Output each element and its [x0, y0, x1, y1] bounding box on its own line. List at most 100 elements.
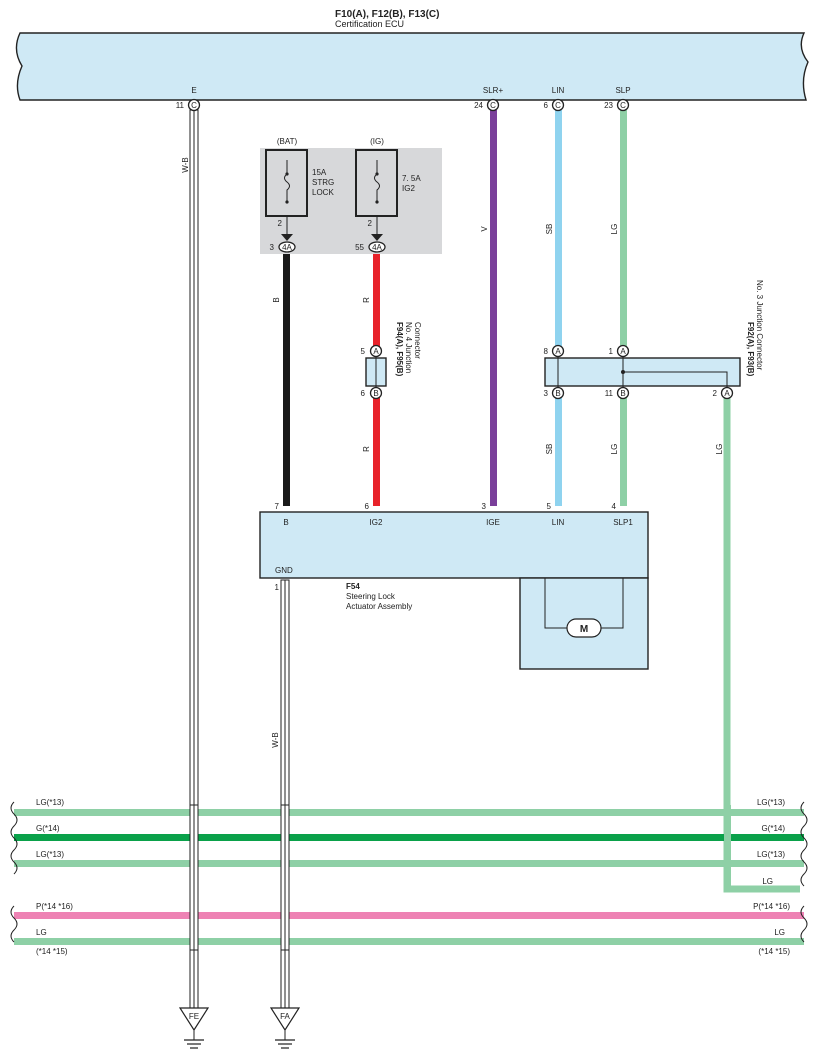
bus-label-left-4: P(*14 *16) — [36, 902, 73, 911]
bus-label-right-5: LG — [774, 928, 785, 937]
svg-text:B: B — [620, 389, 625, 398]
wire-b — [283, 253, 290, 506]
wire-label-wb: W-B — [181, 157, 190, 172]
wire-label-r1: R — [362, 297, 371, 303]
ground-fe: FE — [178, 1007, 210, 1049]
svg-text:3: 3 — [270, 243, 275, 252]
svg-text:11: 11 — [176, 101, 185, 110]
svg-text:LOCK: LOCK — [312, 188, 334, 197]
svg-text:FA: FA — [280, 1012, 290, 1021]
svg-text:(IG): (IG) — [370, 137, 384, 146]
svg-text:4A: 4A — [372, 243, 382, 252]
svg-text:No. 4 Junction: No. 4 Junction — [404, 322, 413, 373]
bus-label-right-2: LG(*13) — [757, 850, 785, 859]
bus-lg-14-15 — [14, 938, 804, 945]
wire-lg-upper — [620, 110, 627, 348]
svg-text:4A: 4A — [282, 243, 292, 252]
svg-text:SLP1: SLP1 — [613, 518, 633, 527]
svg-text:4: 4 — [612, 502, 617, 511]
junction-connector-3: 8 A 1 A 3 B 11 B 2 A F92(A), F93(B) No. … — [544, 280, 764, 400]
wire-r-lower — [373, 396, 380, 506]
svg-text:A: A — [724, 389, 730, 398]
svg-text:24: 24 — [474, 101, 483, 110]
ecu-pin-label-e: E — [191, 86, 196, 95]
wire-label-lg3: LG — [715, 444, 724, 455]
bus-label-left-2: LG(*13) — [36, 850, 64, 859]
bus-lg-13-b — [14, 860, 804, 867]
bus-label-left-0: LG(*13) — [36, 798, 64, 807]
svg-text:B: B — [283, 518, 288, 527]
svg-text:5: 5 — [361, 347, 366, 356]
wire-lg-lower — [620, 396, 627, 506]
wire-label-r2: R — [362, 446, 371, 452]
ecu-title: F10(A), F12(B), F13(C) — [335, 9, 439, 20]
svg-text:C: C — [490, 101, 496, 110]
ecu-pin-slr: 24 C — [474, 98, 500, 112]
svg-text:7: 7 — [275, 502, 280, 511]
svg-text:55: 55 — [355, 243, 364, 252]
svg-text:F92(A), F93(B): F92(A), F93(B) — [746, 322, 755, 377]
wire-r-upper — [373, 253, 380, 348]
svg-text:STRG: STRG — [312, 178, 334, 187]
bus-break-marks — [10, 801, 808, 943]
bus-p-14-16 — [14, 912, 804, 919]
wire-sb-lower — [555, 396, 562, 506]
svg-text:B: B — [555, 389, 560, 398]
svg-text:A: A — [555, 347, 561, 356]
svg-text:No. 3 Junction Connector: No. 3 Junction Connector — [755, 280, 764, 371]
svg-text:LIN: LIN — [552, 518, 565, 527]
wire-sb-upper — [555, 110, 562, 348]
svg-text:3: 3 — [544, 389, 549, 398]
actuator-assembly: M 7 6 3 5 4 B IG2 IGE LIN SLP1 GND 1 F54… — [259, 502, 649, 670]
svg-text:1: 1 — [275, 583, 280, 592]
svg-text:6: 6 — [544, 101, 549, 110]
svg-text:Connector: Connector — [413, 322, 422, 359]
svg-text:Steering Lock: Steering Lock — [346, 592, 396, 601]
svg-text:7. 5A: 7. 5A — [402, 174, 421, 183]
svg-text:C: C — [555, 101, 561, 110]
svg-text:IG2: IG2 — [370, 518, 383, 527]
bus-label-left-5: LG — [36, 928, 47, 937]
ecu-box — [15, 32, 809, 101]
wire-label-sb2: SB — [545, 444, 554, 455]
svg-text:GND: GND — [275, 566, 293, 575]
svg-text:IG2: IG2 — [402, 184, 415, 193]
ecu-pin-label-lin: LIN — [552, 86, 565, 95]
fuse-ig2: (IG) 7. 5A IG2 2 55 4A — [355, 137, 421, 253]
bus-label-right-6: (*14 *15) — [758, 947, 790, 956]
svg-text:3: 3 — [482, 502, 487, 511]
svg-text:5: 5 — [547, 502, 552, 511]
ecu-pin-label-slp: SLP — [615, 86, 630, 95]
svg-text:IGE: IGE — [486, 518, 500, 527]
wb-overlay — [189, 804, 731, 951]
ecu-pin-e: 11 C — [176, 98, 201, 112]
wire-label-wb-gnd: W-B — [271, 732, 280, 747]
bus-label-left-1: G(*14) — [36, 824, 60, 833]
svg-text:6: 6 — [365, 502, 370, 511]
wire-label-sb1: SB — [545, 224, 554, 235]
motor-icon — [566, 618, 602, 638]
svg-text:23: 23 — [604, 101, 613, 110]
ecu-pin-label-slr: SLR+ — [483, 86, 504, 95]
wire-label-v: V — [480, 226, 489, 232]
ecu-pin-slp: 23 C — [604, 98, 630, 112]
motor-label: M — [580, 624, 588, 635]
bus-label-right-0: LG(*13) — [757, 798, 785, 807]
wire-v — [490, 110, 497, 506]
svg-text:(BAT): (BAT) — [277, 137, 298, 146]
svg-text:Actuator Assembly: Actuator Assembly — [346, 602, 412, 611]
svg-text:15A: 15A — [312, 168, 327, 177]
svg-text:8: 8 — [544, 347, 549, 356]
bus-g-14 — [14, 834, 804, 841]
bus-label-left-6: (*14 *15) — [36, 947, 68, 956]
svg-text:11: 11 — [605, 389, 614, 398]
wire-label-lg2: LG — [610, 444, 619, 455]
junction-connector-4: 5 A 6 B F94(A), F95(B) No. 4 Junction Co… — [361, 322, 422, 400]
svg-text:A: A — [620, 347, 626, 356]
svg-text:C: C — [191, 101, 197, 110]
svg-text:B: B — [373, 389, 378, 398]
ecu-pin-lin: 6 C — [544, 98, 565, 112]
bus-lg-13-a — [14, 809, 804, 816]
